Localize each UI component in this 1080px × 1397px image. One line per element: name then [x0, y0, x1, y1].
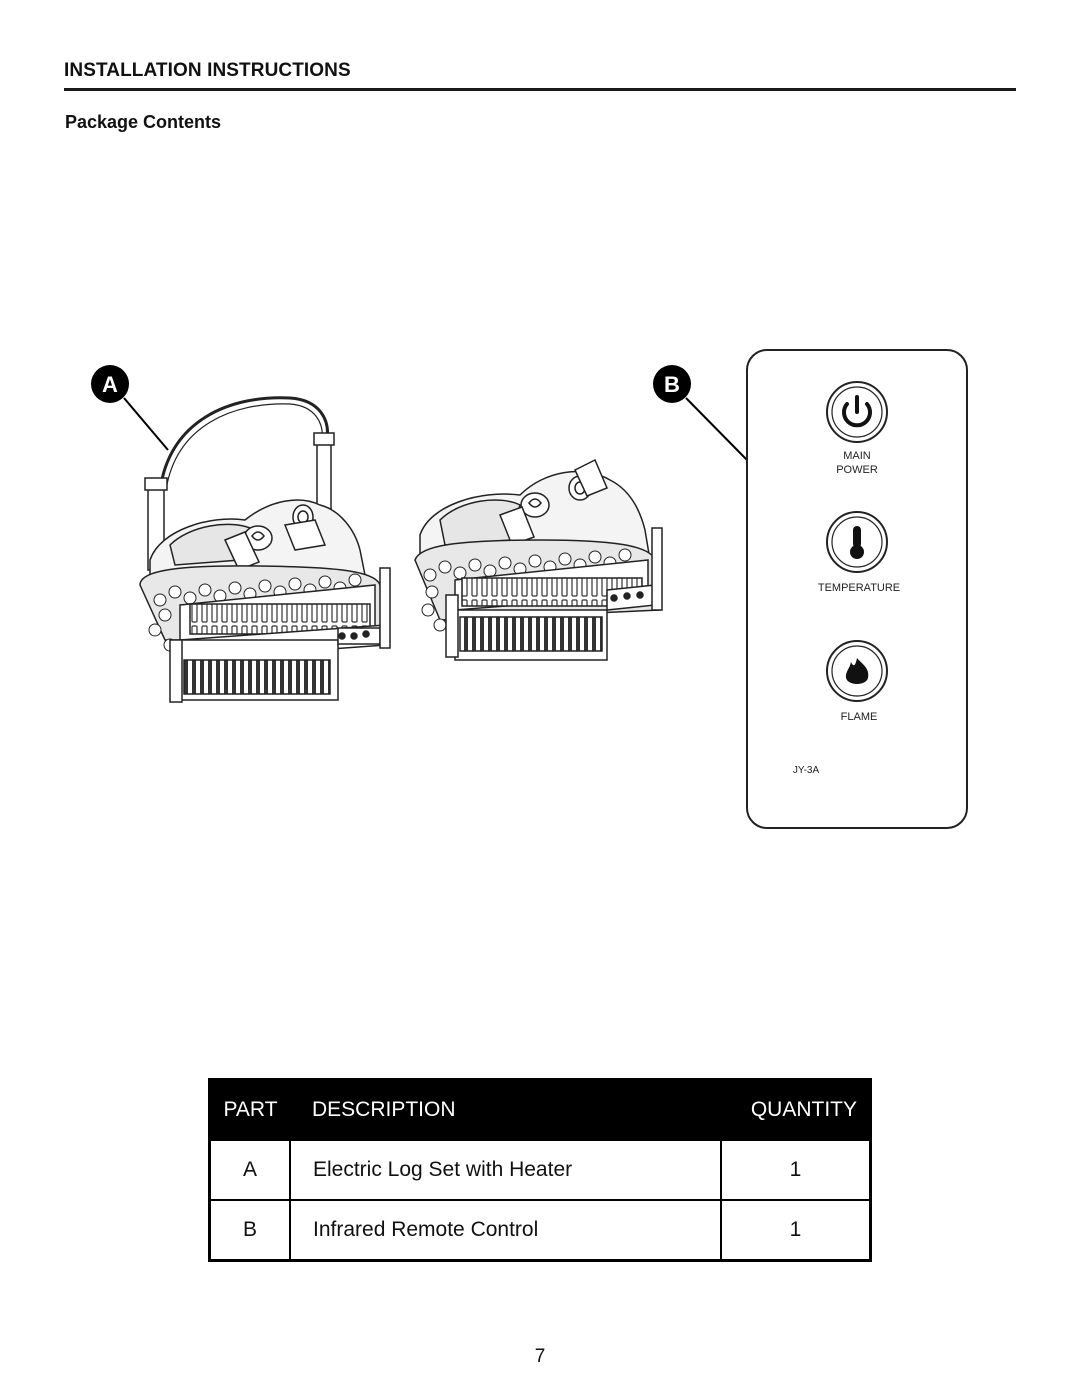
section-title: INSTALLATION INSTRUCTIONS [64, 60, 351, 81]
main-power-label-line2: POWER [836, 464, 878, 476]
header-part: PART [209, 1079, 290, 1140]
table-row: B Infrared Remote Control 1 [208, 1199, 872, 1262]
thermometer-icon [826, 511, 888, 573]
log-set-image [414, 458, 663, 661]
package-contents-illustration: A B [91, 349, 968, 829]
flame-icon [826, 640, 888, 702]
row-part: B [208, 1199, 291, 1262]
page-number: 7 [534, 1346, 546, 1367]
remote-model-label: JY-3A [793, 765, 820, 776]
section-rule [64, 88, 1016, 91]
parts-table-header: PART DESCRIPTION QUANTITY [209, 1079, 871, 1140]
main-power-label-line1: MAIN [843, 450, 871, 462]
svg-text:B: B [664, 372, 680, 397]
row-description: Electric Log Set with Heater [289, 1139, 722, 1201]
power-icon [826, 381, 888, 443]
parts-table: PART DESCRIPTION QUANTITY A Electric Log… [208, 1078, 872, 1262]
row-quantity: 1 [720, 1139, 872, 1201]
callout-b: B [653, 365, 748, 461]
remote-control-image: MAIN POWER TEMPERATURE FLAME JY-3A [746, 349, 968, 829]
flame-label: FLAME [841, 711, 878, 723]
package-contents-title: Package Contents [65, 112, 222, 132]
temperature-label: TEMPERATURE [818, 582, 900, 594]
svg-text:A: A [102, 372, 118, 397]
callout-a: A [91, 365, 169, 451]
row-quantity: 1 [720, 1199, 872, 1262]
header-description: DESCRIPTION [290, 1079, 721, 1140]
row-description: Infrared Remote Control [289, 1199, 722, 1262]
log-set-with-frame-image [139, 396, 391, 703]
row-part: A [208, 1139, 291, 1201]
table-row: A Electric Log Set with Heater 1 [208, 1139, 872, 1201]
header-quantity: QUANTITY [721, 1079, 871, 1140]
